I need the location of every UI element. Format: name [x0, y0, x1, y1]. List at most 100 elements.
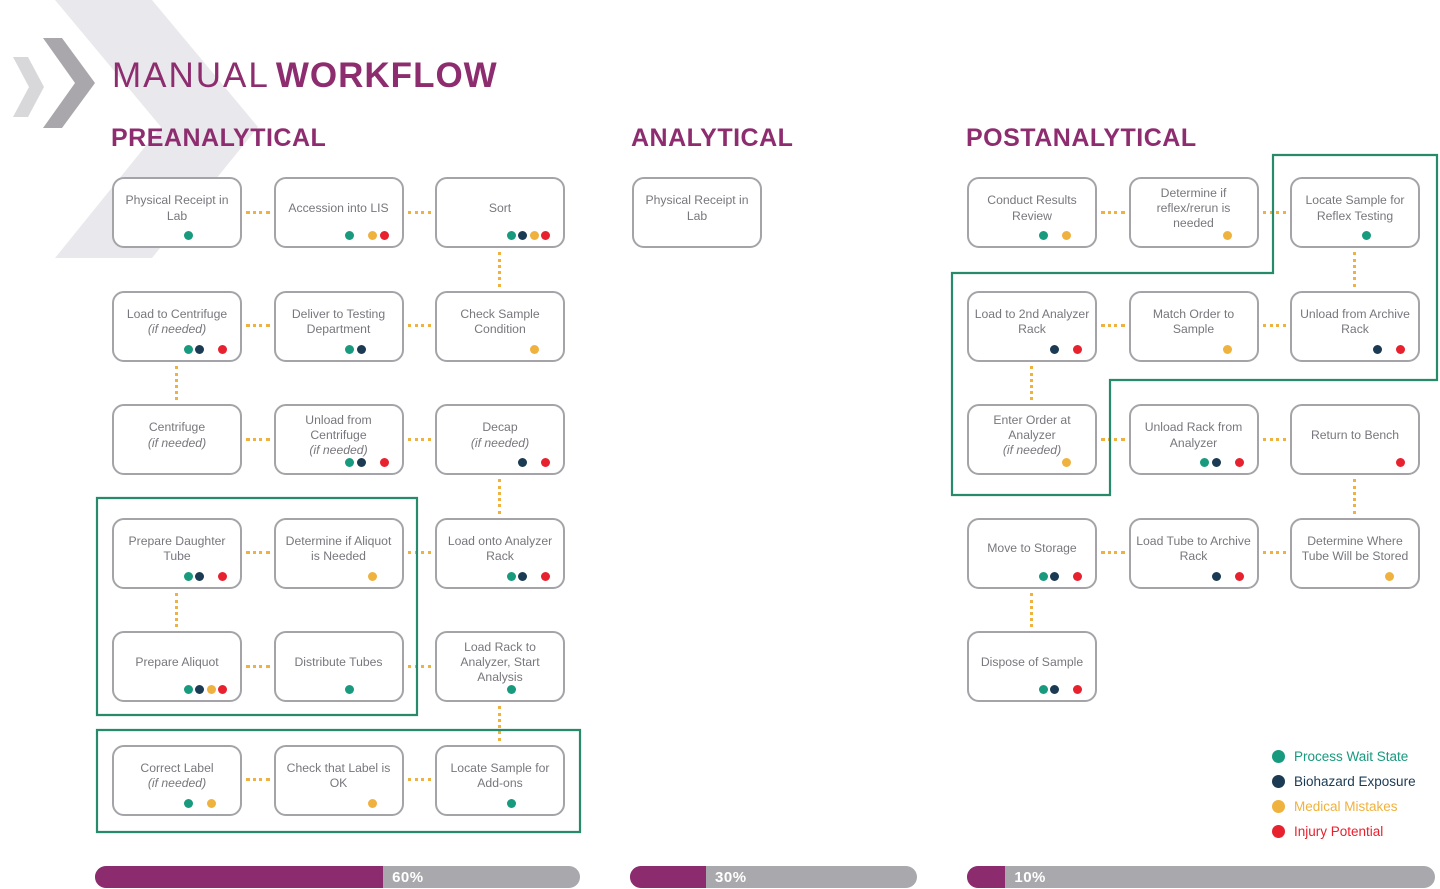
- biohazard-dot-icon: [518, 231, 527, 240]
- connector-vertical: [1030, 592, 1033, 627]
- empty-dot-slot: [530, 458, 539, 467]
- risk-dots: [1359, 231, 1405, 240]
- flow-box-note: (if needed): [1002, 443, 1062, 458]
- flow-box-label: Move to Storage: [987, 541, 1077, 556]
- empty-dot-slot: [1073, 231, 1082, 240]
- connector-horizontal: [407, 324, 431, 327]
- connector-horizontal: [246, 664, 270, 668]
- legend-item-process-wait-state: Process Wait State: [1272, 744, 1416, 769]
- connector-vertical: [498, 252, 501, 287]
- risk-dots: [701, 231, 747, 240]
- connector-horizontal: [407, 210, 431, 214]
- medical-dot-icon: [206, 798, 216, 808]
- connector-horizontal: [407, 551, 431, 554]
- title-bold: WORKFLOW: [275, 56, 498, 95]
- empty-dot-slot: [368, 345, 377, 354]
- risk-dots: [181, 798, 227, 808]
- flow-box-label: Decap: [482, 420, 518, 435]
- legend-item-biohazard-exposure: Biohazard Exposure: [1272, 769, 1416, 794]
- flow-box-label: Deliver to Testing Department: [291, 306, 386, 336]
- medical-dot-icon: [1061, 458, 1071, 467]
- injury-dot-icon: [1234, 458, 1244, 467]
- connector-horizontal: [246, 551, 270, 554]
- flow-box-pre-r5c2: Distribute Tubes: [273, 631, 404, 702]
- flow-box-pre-r1c1: Physical Receipt in Lab: [112, 177, 242, 248]
- flow-box-label: Accession into LIS: [288, 200, 389, 215]
- risk-dots: [343, 685, 389, 694]
- flow-box-label: Physical Receipt in Lab: [645, 193, 749, 223]
- connector-horizontal: [1262, 210, 1286, 214]
- flow-box-label: Prepare Daughter Tube: [128, 533, 226, 563]
- process-wait-dot-icon: [506, 231, 516, 240]
- empty-dot-slot: [1200, 345, 1209, 354]
- flow-box-label: Load Tube to Archive Rack: [1136, 533, 1251, 563]
- process-wait-dot-icon: [1038, 571, 1048, 581]
- connector-horizontal: [1101, 437, 1125, 441]
- risk-dots: [1036, 571, 1082, 581]
- medical-dot-icon: [1223, 231, 1232, 240]
- injury-dot-icon: [541, 458, 550, 467]
- medical-mistakes-dot-icon: [1272, 800, 1285, 813]
- process-wait-dot-icon: [1361, 231, 1371, 240]
- empty-dot-slot: [1062, 685, 1071, 694]
- process-wait-dot-icon: [183, 798, 193, 808]
- empty-dot-slot: [368, 685, 377, 694]
- flow-box-label: Locate Sample for Reflex Testing: [1305, 193, 1405, 223]
- progress-fill-postanalytical: [967, 866, 1006, 888]
- empty-dot-slot: [207, 572, 216, 581]
- flow-box-label: Match Order to Sample: [1152, 306, 1235, 336]
- connector-horizontal: [246, 778, 270, 781]
- flow-box-label: Distribute Tubes: [294, 654, 383, 669]
- empty-dot-slot: [195, 799, 204, 808]
- risk-dots: [181, 344, 227, 354]
- flow-box-post-r3c2: Unload Rack from Analyzer: [1128, 404, 1259, 475]
- medical-dot-icon: [368, 798, 377, 808]
- empty-dot-slot: [1073, 458, 1082, 467]
- risk-dots: [181, 685, 227, 694]
- risk-dots: [1036, 685, 1082, 694]
- biohazard-dot-icon: [1211, 571, 1221, 581]
- section-heading-preanalytical: PREANALYTICAL: [111, 124, 327, 152]
- risk-dots: [181, 458, 227, 467]
- flow-box-pre-r4c1: Prepare Daughter Tube: [112, 517, 242, 589]
- flow-box-label: Enter Order at Analyzer: [993, 412, 1071, 442]
- empty-dot-slot: [1235, 345, 1244, 354]
- biohazard-dot-icon: [356, 458, 366, 467]
- empty-dot-slot: [357, 572, 366, 581]
- process-wait-dot-icon: [345, 685, 354, 694]
- risk-dots: [1359, 571, 1405, 581]
- process-wait-dot-icon: [345, 458, 354, 467]
- empty-dot-slot: [1385, 231, 1394, 240]
- flow-box-label: Correct Label: [140, 760, 214, 775]
- flow-box-note: (if needed): [147, 776, 207, 790]
- progress-bar-analytical: 30%: [630, 866, 917, 888]
- process-wait-dot-icon: [183, 571, 193, 581]
- flow-box-label: Determine if reflex/rerun is needed: [1156, 185, 1231, 231]
- flow-box-pre-r5c3: Load Rack to Analyzer, Start Analysis: [435, 631, 565, 702]
- biohazard-dot-icon: [356, 344, 366, 354]
- empty-dot-slot: [715, 231, 724, 240]
- injury-dot-icon: [1073, 685, 1082, 694]
- medical-dot-icon: [1384, 571, 1394, 581]
- injury-dot-icon: [1073, 344, 1082, 354]
- connector-vertical: [1353, 479, 1356, 514]
- injury-dot-icon: [1234, 571, 1244, 581]
- injury-dot-icon: [379, 458, 389, 467]
- empty-dot-slot: [1200, 572, 1209, 581]
- connector-vertical: [175, 365, 178, 400]
- injury-dot-icon: [1396, 458, 1405, 467]
- risk-dots: [343, 798, 389, 808]
- risk-dots: [504, 571, 550, 581]
- progress-bar-postanalytical: 10%: [967, 866, 1435, 888]
- biohazard-dot-icon: [518, 571, 527, 581]
- empty-dot-slot: [541, 345, 550, 354]
- flow-box-pre-r1c2: Accession into LIS: [273, 177, 404, 248]
- injury-dot-icon: [218, 571, 227, 581]
- flow-box-post-r1c1: Conduct Results Review: [967, 177, 1097, 248]
- flow-box-pre-r2c2: Deliver to Testing Department: [273, 290, 404, 362]
- empty-dot-slot: [1396, 572, 1405, 581]
- progress-fill-preanalytical: [95, 866, 384, 888]
- empty-dot-slot: [357, 799, 366, 808]
- flow-box-note: (if needed): [147, 435, 207, 450]
